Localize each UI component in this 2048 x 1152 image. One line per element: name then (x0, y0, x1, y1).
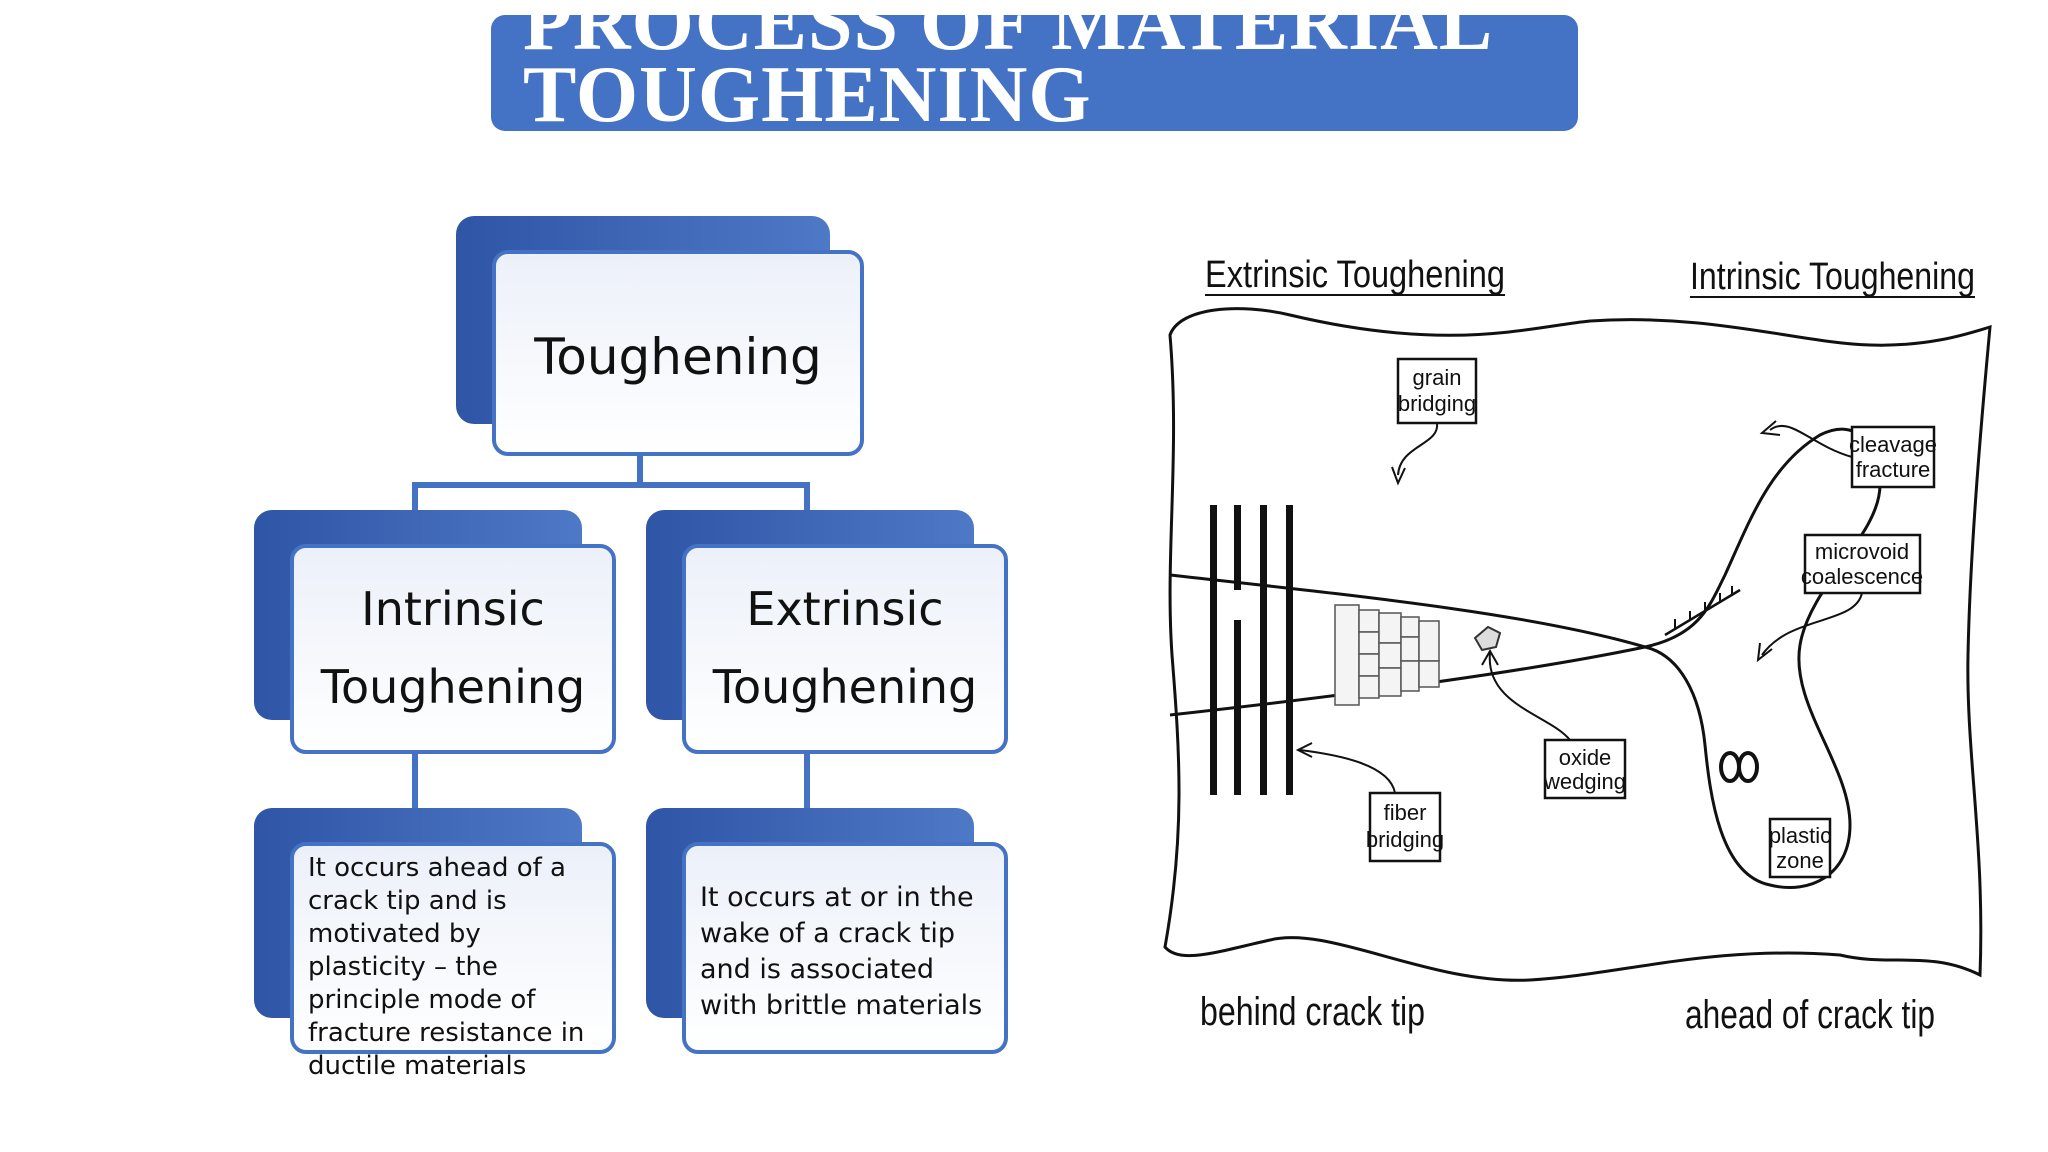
fiber-bar (1260, 505, 1267, 795)
ahead-of-crack-tip: ahead of crack tip (1685, 993, 1935, 1037)
extrinsic-description: It occurs at or in the wake of a crack t… (700, 882, 983, 1021)
extrinsic-desc-box: It occurs at or in the wake of a crack t… (682, 842, 1008, 1054)
grain-bricks (1334, 604, 1440, 706)
leader-arrows (1295, 420, 1863, 794)
svg-text:microvoid: microvoid (1815, 539, 1909, 564)
title-line-1: PROCESS OF MATERIAL (523, 15, 1494, 67)
extrinsic-box: Extrinsic Toughening (682, 544, 1008, 754)
label-oxide-wedging: oxide wedging (1543, 738, 1627, 800)
label-fiber-bridging: fiber bridging (1366, 791, 1444, 863)
title-line-2: TOUGHENING (523, 51, 1092, 131)
fiber-bar (1210, 505, 1217, 795)
svg-text:oxide: oxide (1559, 745, 1612, 770)
label-grain-bridging: grain bridging (1396, 357, 1478, 425)
svg-text:bridging: bridging (1366, 827, 1444, 852)
toughening-schematic: Extrinsic Toughening Intrinsic Toughenin… (1163, 254, 1992, 1037)
intrinsic-description: It occurs ahead of a crack tip and is mo… (308, 853, 585, 1081)
fiber-bar (1286, 505, 1293, 795)
behind-crack-tip: behind crack tip (1200, 990, 1425, 1034)
extrinsic-heading: Extrinsic Toughening (1205, 254, 1505, 296)
intrinsic-box: Intrinsic Toughening (290, 544, 616, 754)
svg-text:wedging: wedging (1543, 769, 1626, 794)
svg-text:fracture: fracture (1856, 457, 1931, 482)
svg-text:plastic: plastic (1769, 823, 1831, 848)
intrinsic-desc-box: It occurs ahead of a crack tip and is mo… (290, 842, 616, 1081)
svg-text:coalescence: coalescence (1801, 564, 1923, 589)
label-plastic-zone: plastic zone (1768, 817, 1832, 879)
connector-intrinsic-desc (412, 752, 418, 814)
connector-horizontal (412, 482, 810, 488)
cleavage-ticks (1674, 586, 1733, 629)
fiber-bar (1234, 505, 1241, 590)
root-box: Toughening (492, 250, 864, 456)
microvoid (1719, 751, 1741, 783)
svg-text:grain: grain (1413, 365, 1462, 390)
svg-text:zone: zone (1776, 848, 1824, 873)
cleavage-crack (1664, 588, 1741, 637)
svg-text:cleavage: cleavage (1849, 432, 1937, 457)
label-cleavage-fracture: cleavage fracture (1849, 425, 1937, 489)
fiber-bar (1234, 620, 1241, 795)
intrinsic-heading: Intrinsic Toughening (1690, 256, 1975, 298)
extrinsic-label-1: Extrinsic (746, 582, 944, 636)
intrinsic-label-2: Toughening (320, 660, 586, 714)
plastic-zone-outline (1644, 427, 1882, 889)
root-label: Toughening (534, 328, 822, 386)
slide-title: PROCESS OF MATERIAL TOUGHENING (523, 15, 1563, 131)
label-microvoid-coalescence: microvoid coalescence (1801, 533, 1923, 595)
oxide-particle (1473, 625, 1502, 652)
connector-extrinsic-desc (804, 752, 810, 814)
title-banner: PROCESS OF MATERIAL TOUGHENING (491, 15, 1578, 131)
microvoid (1737, 751, 1759, 783)
intrinsic-label-1: Intrinsic (361, 582, 545, 636)
extrinsic-label-2: Toughening (712, 660, 978, 714)
specimen-outline (1163, 307, 1992, 982)
crack-upper-edge (1169, 573, 1646, 649)
svg-text:fiber: fiber (1384, 800, 1427, 825)
svg-text:bridging: bridging (1398, 391, 1476, 416)
connector-root-down (637, 455, 643, 485)
